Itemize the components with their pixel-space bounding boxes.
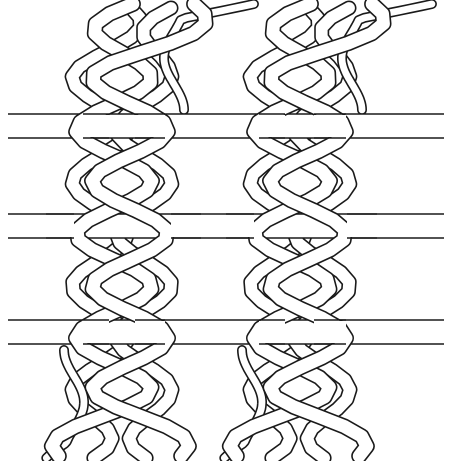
- rod-segment: [314, 320, 346, 344]
- rod-segment: [259, 114, 285, 138]
- rod-segment: [83, 114, 109, 138]
- rod-segment: [46, 214, 74, 238]
- rod-segment: [347, 214, 377, 238]
- rod-segment: [171, 214, 201, 238]
- rod-segment: [314, 114, 346, 138]
- rod-segment: [135, 320, 165, 344]
- rod-segment: [83, 320, 109, 344]
- rod-segment: [226, 214, 254, 238]
- rod-segment: [135, 114, 165, 138]
- rod-segment: [259, 320, 285, 344]
